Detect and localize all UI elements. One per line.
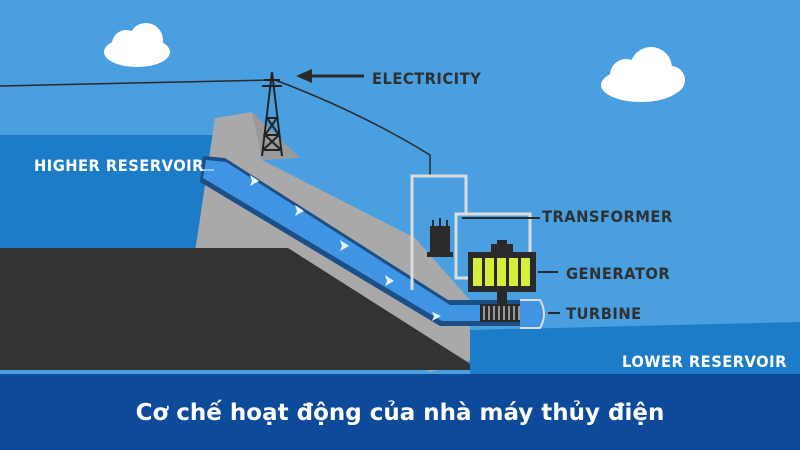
flow-arrow-icon <box>250 175 441 321</box>
transmission-tower-icon <box>261 71 283 157</box>
electricity-label: ELECTRICITY <box>372 69 482 88</box>
power-line-to-transformer <box>274 79 431 176</box>
lower-reservoir-label: LOWER RESERVOIR <box>622 352 787 371</box>
turbine-label: TURBINE <box>566 304 642 323</box>
penstock-water <box>203 160 516 321</box>
electricity-arrow-icon <box>296 69 364 83</box>
power-line <box>0 79 271 87</box>
generator-label: GENERATOR <box>566 264 671 283</box>
generator-icon <box>468 240 536 292</box>
caption-text: Cơ chế hoạt động của nhà máy thủy điện <box>135 400 665 426</box>
higher-reservoir-water <box>0 135 215 248</box>
outflow-channel <box>520 300 544 328</box>
ground <box>0 248 480 370</box>
transformer-label: TRANSFORMER <box>542 207 673 226</box>
cloud-icon <box>104 23 170 67</box>
lower-reservoir-water <box>470 322 800 374</box>
turbine-icon <box>480 304 524 322</box>
transformer-icon <box>427 218 453 257</box>
cloud-icon <box>601 47 685 102</box>
higher-reservoir-label: HIGHER RESERVOIR <box>34 156 204 175</box>
caption-bar: Cơ chế hoạt động của nhà máy thủy điện <box>0 374 800 450</box>
